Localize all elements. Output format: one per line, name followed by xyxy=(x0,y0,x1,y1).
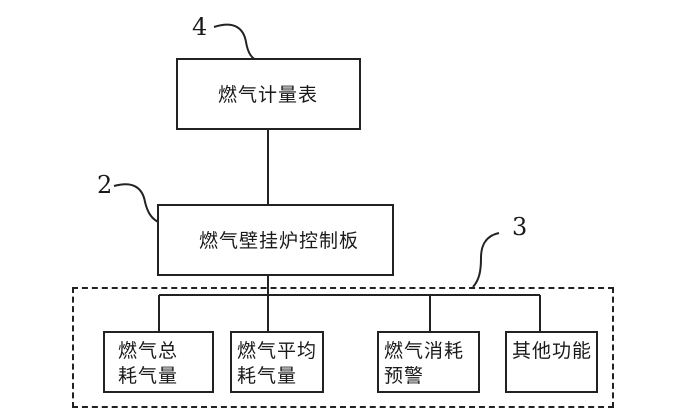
leader-line-3 xyxy=(472,232,500,288)
function-group-boundary xyxy=(72,287,614,408)
consumption-warning-box: 燃气消耗 预警 xyxy=(377,331,480,393)
total-consumption-box: 燃气总 耗气量 xyxy=(103,331,214,393)
other-functions-label: 其他功能 xyxy=(512,340,593,362)
controller-board-box: 燃气壁挂炉控制板 xyxy=(157,204,394,276)
average-consumption-line2: 耗气量 xyxy=(237,365,298,387)
ref-number-2: 2 xyxy=(97,171,113,199)
average-consumption-line1: 燃气平均 xyxy=(237,340,318,362)
total-consumption-line1: 燃气总 xyxy=(118,340,179,362)
total-consumption-line2: 耗气量 xyxy=(118,365,179,387)
gas-meter-label: 燃气计量表 xyxy=(218,84,319,106)
consumption-warning-line1: 燃气消耗 xyxy=(384,340,465,362)
controller-board-label: 燃气壁挂炉控制板 xyxy=(199,230,360,252)
leader-line-2 xyxy=(113,183,161,224)
ref-number-4: 4 xyxy=(192,13,208,41)
leader-line-4 xyxy=(213,23,258,62)
average-consumption-box: 燃气平均 耗气量 xyxy=(230,331,324,393)
gas-meter-box: 燃气计量表 xyxy=(176,58,361,130)
other-functions-box: 其他功能 xyxy=(505,331,598,393)
ref-number-3: 3 xyxy=(512,213,528,241)
consumption-warning-line2: 预警 xyxy=(384,365,425,387)
